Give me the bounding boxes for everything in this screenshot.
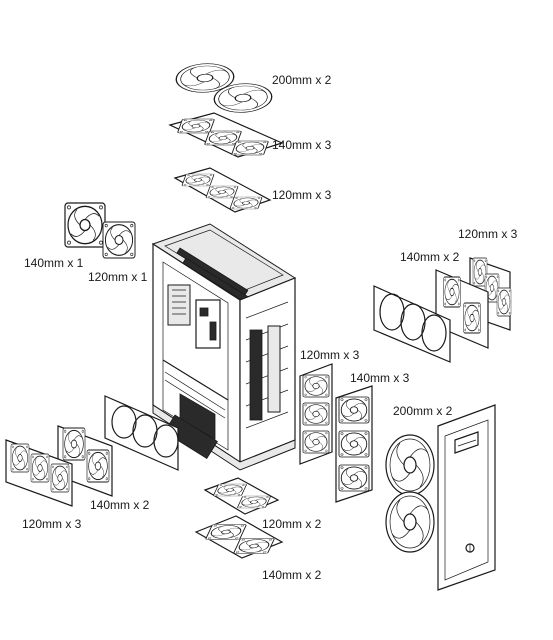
label-side-140mm: 140mm x 2 (400, 250, 460, 264)
bottom-120mm-fans (5, 439, 73, 507)
label-top-140mm: 140mm x 3 (272, 138, 332, 152)
label-front-140mm: 140mm x 3 (350, 371, 410, 385)
floor-140mm-fans (194, 515, 284, 559)
label-rear-140mm: 140mm x 1 (24, 256, 84, 270)
label-rear-120mm: 120mm x 1 (88, 270, 148, 284)
floor-120mm-fans (203, 477, 280, 515)
label-bottom-140mm: 140mm x 2 (90, 498, 150, 512)
top-120mm-fans (173, 167, 272, 213)
label-front-120mm: 120mm x 3 (300, 348, 360, 362)
label-bottom-120mm: 120mm x 3 (22, 517, 82, 531)
rear-120mm-fan (102, 221, 136, 259)
side-fan-bracket (373, 285, 451, 363)
front-200mm-fans (385, 434, 435, 553)
front-140mm-fans (335, 385, 373, 503)
bottom-fan-bracket (104, 395, 179, 471)
pc-case (151, 223, 297, 471)
label-top-120mm: 120mm x 3 (272, 188, 332, 202)
label-front-200mm: 200mm x 2 (393, 404, 453, 418)
rear-140mm-fan (64, 202, 106, 248)
front-panel (437, 404, 496, 591)
label-floor-120mm: 120mm x 2 (262, 517, 322, 531)
front-120mm-fans (299, 363, 333, 465)
label-side-120mm: 120mm x 3 (458, 227, 518, 241)
label-floor-140mm: 140mm x 2 (262, 568, 322, 582)
top-200mm-fans (173, 63, 275, 113)
label-top-200mm: 200mm x 2 (272, 73, 332, 87)
top-140mm-fans (168, 112, 284, 158)
